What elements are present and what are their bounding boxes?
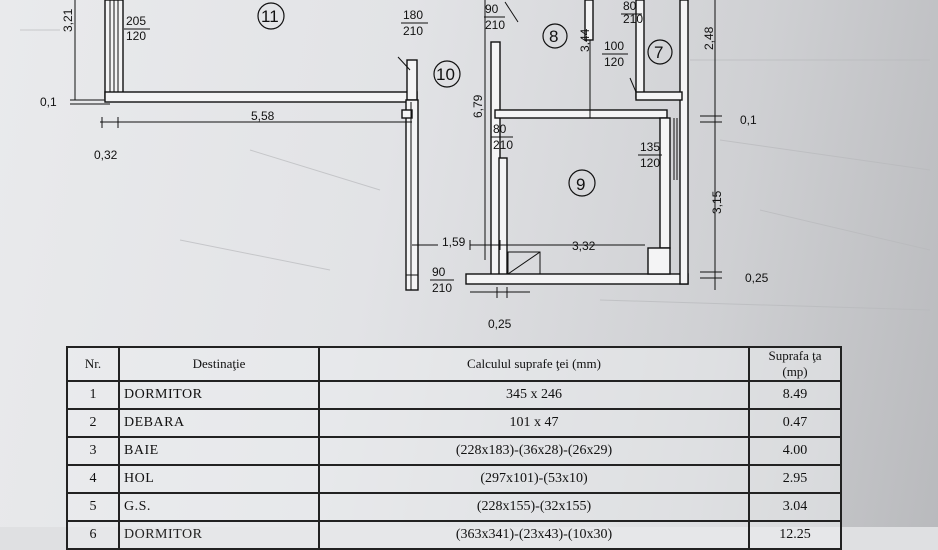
door-120b: 120: [604, 55, 624, 69]
door-205: 205: [126, 14, 146, 28]
dim-1-59: 1,59: [442, 235, 466, 249]
room-9-label: 9: [576, 175, 585, 194]
dim-0-25-right: 0,25: [745, 271, 769, 285]
row-destinatie: DORMITOR: [118, 520, 320, 550]
room-10-label: 10: [436, 65, 455, 84]
dim-2-48: 2,48: [702, 26, 716, 50]
door-210d: 210: [623, 12, 643, 26]
table-row: 1 DORMITOR 345 x 246 8.49: [66, 380, 842, 410]
header-suprafata: Suprafa ţa (mp): [748, 346, 842, 382]
row-suprafata: 8.49: [748, 380, 842, 410]
floor-plan: 3,21 0,1 205 120 11 180 210 10 5,58 0,32…: [20, 0, 931, 331]
dim-5-58: 5,58: [251, 109, 275, 123]
door-80b: 80: [623, 0, 637, 13]
room-7-label: 7: [654, 43, 663, 62]
dim-6-79: 6,79: [471, 94, 485, 118]
row-destinatie: DEBARA: [118, 408, 320, 438]
dim-0-1-right: 0,1: [740, 113, 757, 127]
door-210a: 210: [403, 24, 423, 38]
dim-3-15: 3,15: [710, 190, 724, 214]
table-row: 3 BAIE (228x183)-(36x28)-(26x29) 4.00: [66, 436, 842, 466]
door-90a: 90: [485, 2, 499, 16]
row-calcul: (228x183)-(36x28)-(26x29): [318, 436, 750, 466]
row-suprafata: 2.95: [748, 464, 842, 494]
row-calcul: (363x341)-(23x43)-(10x30): [318, 520, 750, 550]
row-calcul: 101 x 47: [318, 408, 750, 438]
row-nr: 1: [66, 380, 120, 410]
table-row: 6 DORMITOR (363x341)-(23x43)-(10x30) 12.…: [66, 520, 842, 550]
row-destinatie: G.S.: [118, 492, 320, 522]
row-suprafata: 4.00: [748, 436, 842, 466]
row-nr: 3: [66, 436, 120, 466]
door-210e: 210: [432, 281, 452, 295]
surface-table: Nr. Destinaţie Calculul suprafe ţei (mm)…: [66, 346, 842, 550]
room-11-label: 11: [261, 7, 279, 26]
dim-3-44: 3,44: [578, 28, 592, 52]
row-destinatie: DORMITOR: [118, 380, 320, 410]
table-row: 5 G.S. (228x155)-(32x155) 3.04: [66, 492, 842, 522]
door-90b: 90: [432, 265, 446, 279]
dim-3-32: 3,32: [572, 239, 596, 253]
table-row: 2 DEBARA 101 x 47 0.47: [66, 408, 842, 438]
row-suprafata: 3.04: [748, 492, 842, 522]
door-210c: 210: [493, 138, 513, 152]
dim-0-25-bottom: 0,25: [488, 317, 512, 331]
row-nr: 4: [66, 464, 120, 494]
door-120c: 120: [640, 156, 660, 170]
door-100: 100: [604, 39, 624, 53]
row-nr: 6: [66, 520, 120, 550]
header-suprafata-label: Suprafa ţa: [768, 348, 822, 363]
room-8-label: 8: [549, 27, 558, 46]
header-nr: Nr.: [66, 346, 120, 382]
header-suprafata-unit: (mp): [782, 364, 808, 379]
dim-0-32: 0,32: [94, 148, 118, 162]
row-calcul: (228x155)-(32x155): [318, 492, 750, 522]
row-destinatie: HOL: [118, 464, 320, 494]
dim-3-21: 3,21: [61, 8, 75, 32]
header-calcul: Calculul suprafe ţei (mm): [318, 346, 750, 382]
dim-0-1-left: 0,1: [40, 95, 57, 109]
row-suprafata: 12.25: [748, 520, 842, 550]
header-destinatie: Destinaţie: [118, 346, 320, 382]
door-135: 135: [640, 140, 660, 154]
row-suprafata: 0.47: [748, 408, 842, 438]
door-210b: 210: [485, 18, 505, 32]
door-180: 180: [403, 8, 423, 22]
row-destinatie: BAIE: [118, 436, 320, 466]
row-calcul: (297x101)-(53x10): [318, 464, 750, 494]
row-nr: 2: [66, 408, 120, 438]
row-nr: 5: [66, 492, 120, 522]
door-80a: 80: [493, 122, 507, 136]
door-120a: 120: [126, 29, 146, 43]
table-header-row: Nr. Destinaţie Calculul suprafe ţei (mm)…: [66, 346, 842, 382]
row-calcul: 345 x 246: [318, 380, 750, 410]
table-row: 4 HOL (297x101)-(53x10) 2.95: [66, 464, 842, 494]
